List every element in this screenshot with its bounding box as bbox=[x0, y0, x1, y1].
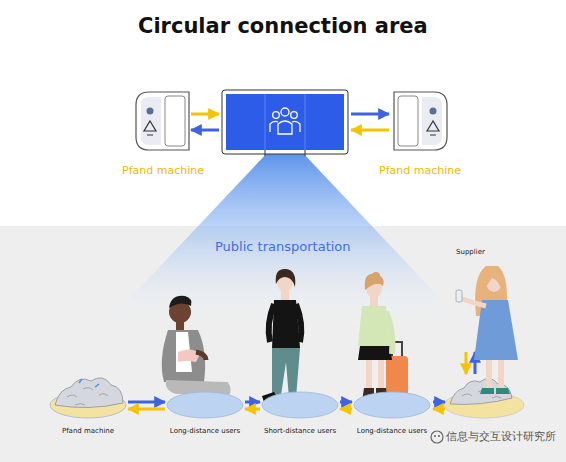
ring-shape bbox=[49, 373, 127, 419]
sitting-man bbox=[162, 296, 236, 408]
vehicle-box bbox=[222, 90, 348, 156]
node-label: Pfand machine bbox=[379, 164, 461, 177]
woman-with-suitcase bbox=[358, 272, 408, 405]
exchange-arrow bbox=[340, 408, 352, 411]
node-label: Long-distance users bbox=[357, 427, 427, 435]
exchange-arrow bbox=[245, 401, 260, 404]
area-label: Public transportation bbox=[215, 239, 351, 254]
walking-woman bbox=[262, 269, 301, 404]
exchange-arrow bbox=[340, 401, 352, 404]
node-label: Long-distance users bbox=[170, 427, 240, 435]
area-label: Supplier bbox=[456, 248, 485, 256]
exchange-arrow bbox=[128, 408, 165, 411]
user-ring: Long-distance users bbox=[166, 373, 244, 435]
pile-arrows bbox=[433, 352, 475, 409]
machine-shape bbox=[135, 91, 191, 151]
watermark: 信息与交互设计研究所 bbox=[446, 429, 556, 444]
exchange-arrow bbox=[245, 408, 260, 411]
exchange-arrows bbox=[191, 114, 389, 130]
ring-shape bbox=[261, 373, 339, 419]
ring-shape bbox=[166, 373, 244, 419]
title: Circular connection area bbox=[138, 14, 428, 38]
node-label: Pfand machine bbox=[62, 427, 114, 435]
supplier-pile bbox=[444, 378, 524, 418]
ring-shape bbox=[353, 373, 431, 419]
node-label: Pfand machine bbox=[122, 164, 204, 177]
pfand-machine: Pfand machine bbox=[379, 91, 461, 177]
user-ring: Long-distance users bbox=[353, 373, 431, 435]
machine-shape bbox=[392, 91, 448, 151]
pfand-machine: Pfand machine bbox=[122, 91, 204, 177]
user-ring: Short-distance users bbox=[261, 373, 339, 435]
watermark-icon bbox=[431, 431, 443, 443]
node-label: Short-distance users bbox=[264, 427, 336, 435]
exchange-arrow bbox=[128, 401, 165, 404]
supplier-woman bbox=[456, 266, 518, 394]
user-ring: Pfand machine bbox=[49, 373, 127, 435]
